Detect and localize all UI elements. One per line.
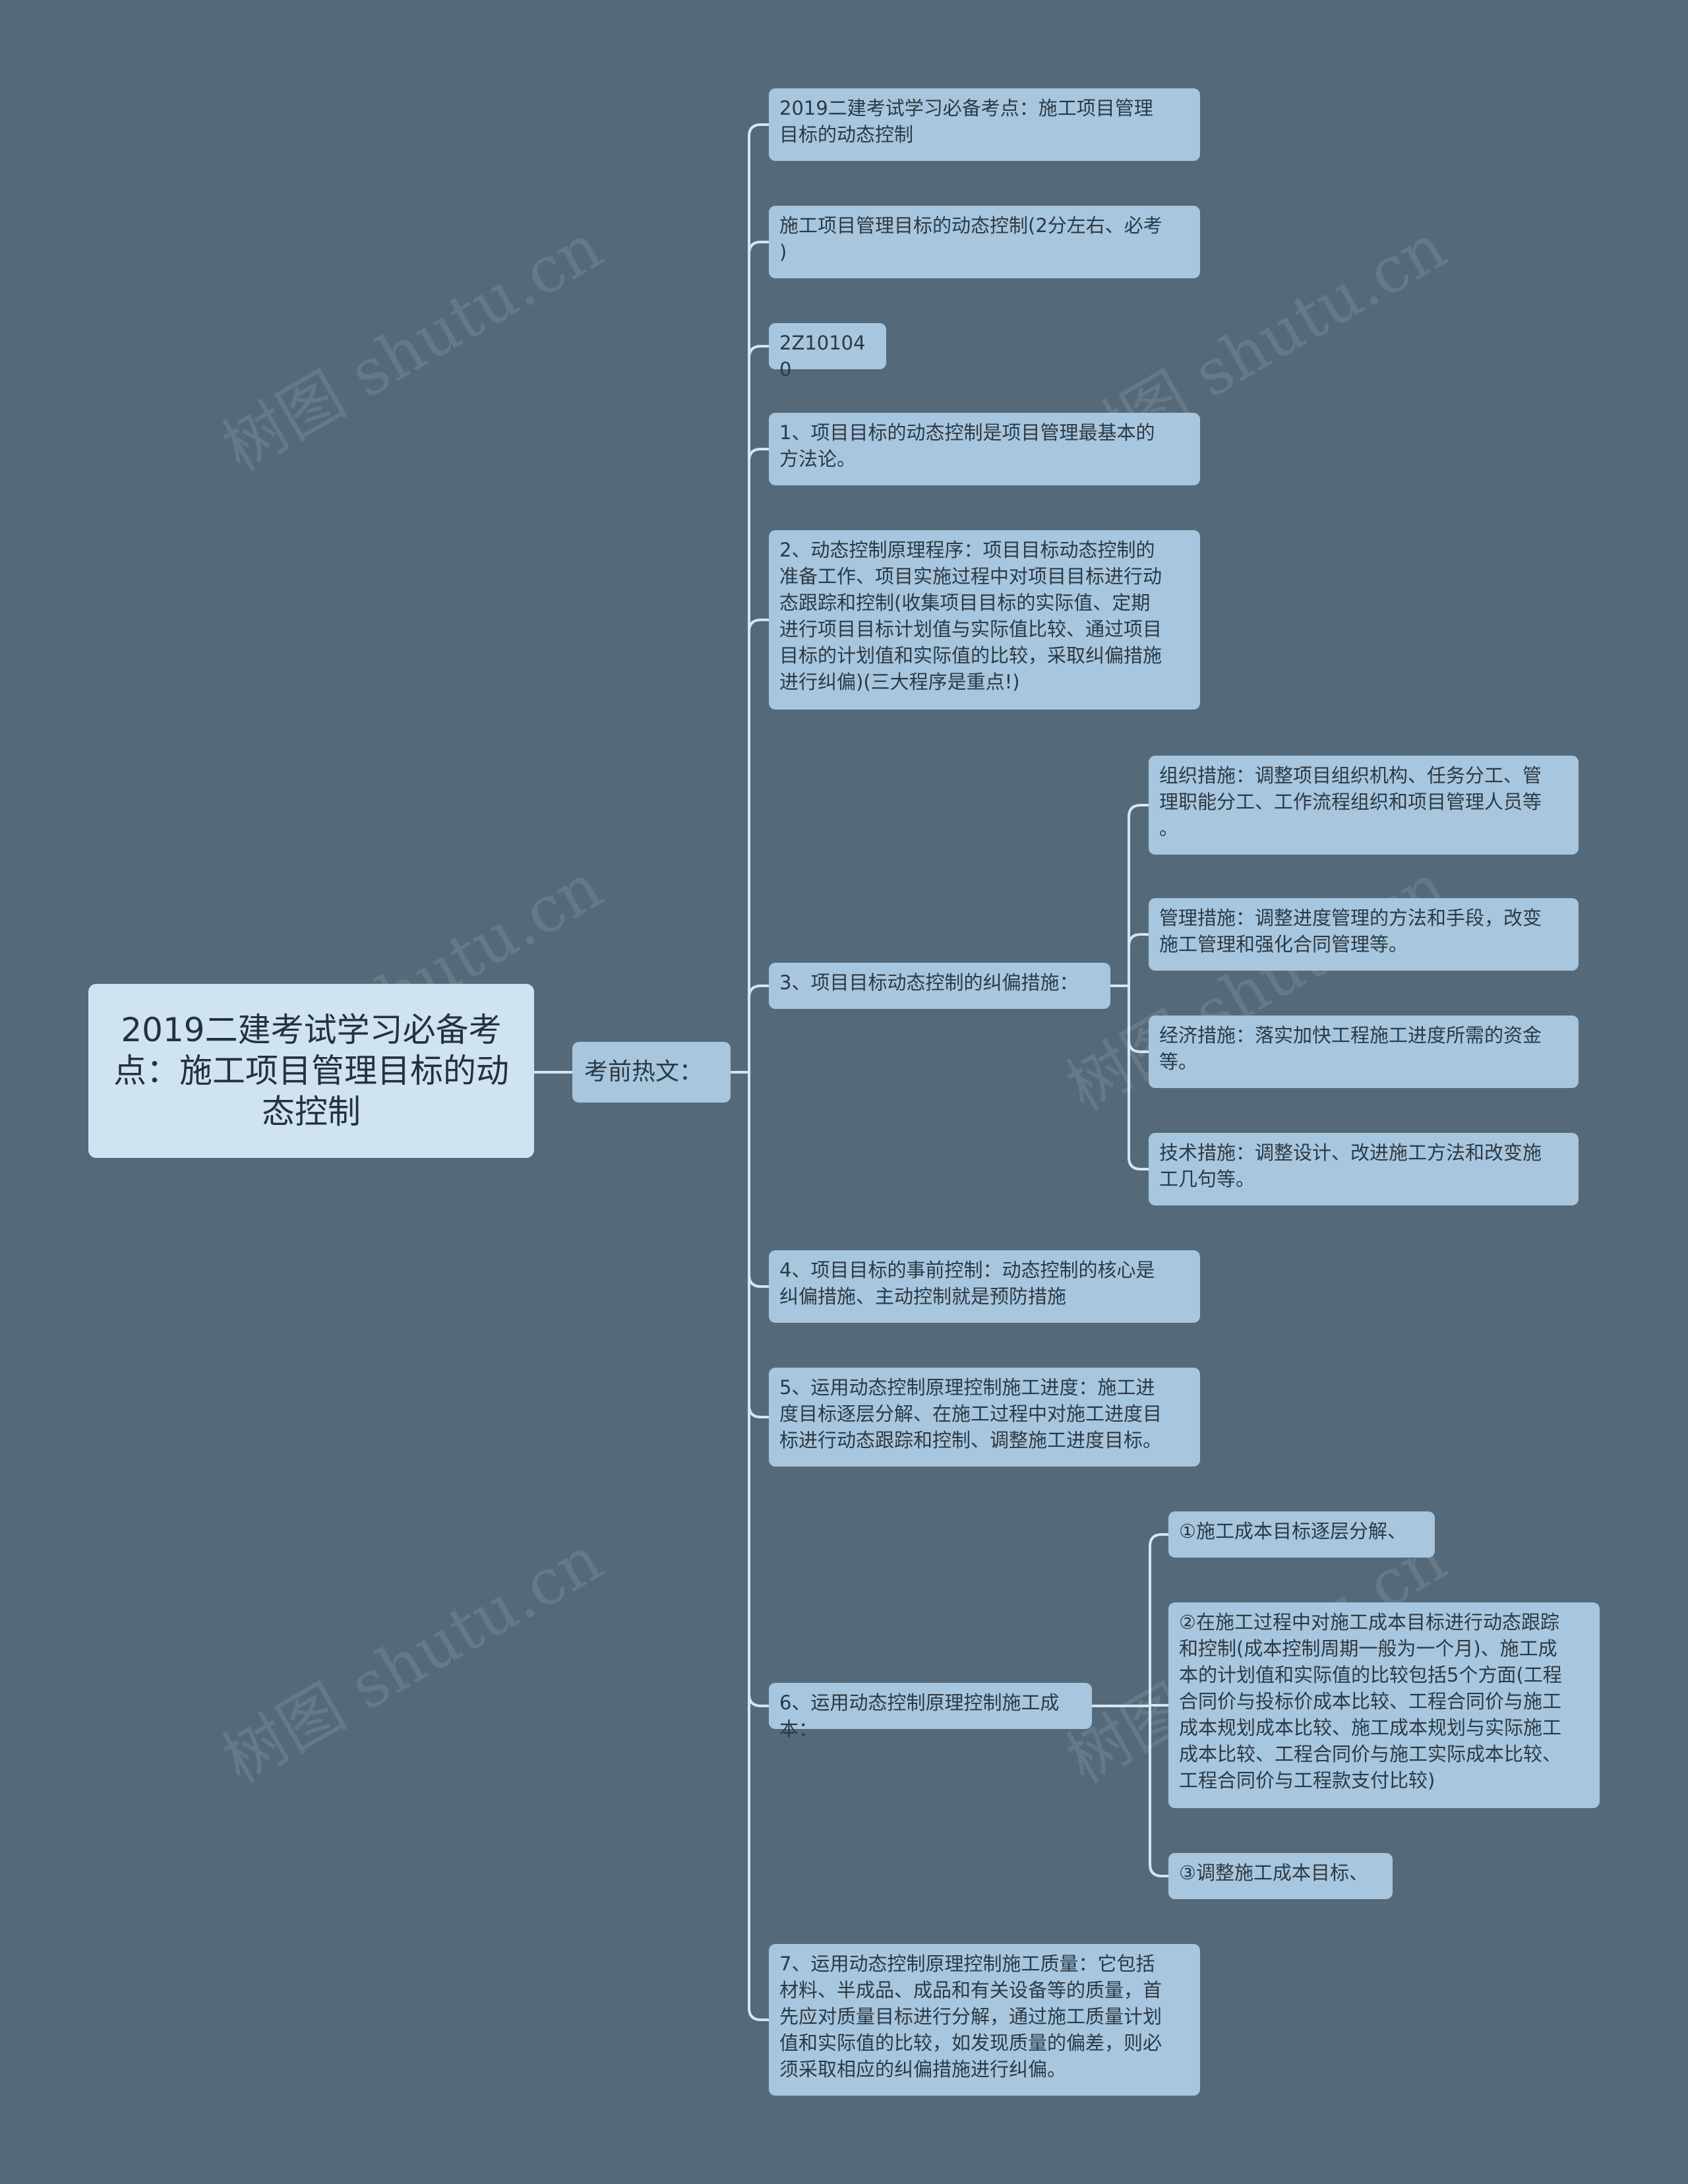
- connector-line: [748, 619, 769, 632]
- item-node-6[interactable]: 3、项目目标动态控制的纠偏措施：: [769, 963, 1110, 1009]
- item-node-2[interactable]: 施工项目管理目标的动态控制(2分左右、必考 ): [769, 206, 1200, 278]
- root-topic[interactable]: 2019二建考试学习必备考点：施工项目管理目标的动态控制: [88, 984, 534, 1158]
- connector-line: [748, 2007, 769, 2021]
- connector-line: [1149, 1533, 1168, 1547]
- connector-line: [748, 123, 769, 137]
- sub-node-9-3[interactable]: ③调整施工成本目标、: [1168, 1853, 1393, 1899]
- sub-node-9-1[interactable]: ①施工成本目标逐层分解、: [1168, 1511, 1435, 1558]
- sub-node-6-4[interactable]: 技术措施：调整设计、改进施工方法和改变施 工几句等。: [1149, 1133, 1579, 1205]
- connector-line: [748, 1274, 769, 1288]
- branch-topic[interactable]: 考前热文：: [572, 1042, 731, 1103]
- connector-line: [1128, 1039, 1149, 1053]
- item-node-7[interactable]: 4、项目目标的事前控制：动态控制的核心是 纠偏措施、主动控制就是预防措施: [769, 1250, 1200, 1323]
- item-node-3[interactable]: 2Z101040: [769, 323, 886, 380]
- connector-line: [748, 241, 769, 255]
- connector-line: [748, 1405, 769, 1418]
- connector-line: [748, 985, 769, 998]
- connector-line: [1149, 1864, 1168, 1877]
- connector-line: [748, 448, 769, 462]
- item-node-8[interactable]: 5、运用动态控制原理控制施工进度：施工进 度目标逐层分解、在施工过程中对施工进度…: [769, 1368, 1200, 1467]
- item-node-10[interactable]: 7、运用动态控制原理控制施工质量：它包括 材料、半成品、成品和有关设备等的质量，…: [769, 1944, 1200, 2096]
- connector-line: [1128, 1157, 1149, 1170]
- item-node-9[interactable]: 6、运用动态控制原理控制施工成本：: [769, 1683, 1092, 1740]
- connector-line: [748, 1693, 769, 1707]
- branch-topic-label: 考前热文：: [584, 1058, 704, 1085]
- sub-node-6-2[interactable]: 管理措施：调整进度管理的方法和手段，改变 施工管理和强化合同管理等。: [1149, 898, 1579, 971]
- sub-node-9-2[interactable]: ②在施工过程中对施工成本目标进行动态跟踪 和控制(成本控制周期一般为一个月)、施…: [1168, 1602, 1600, 1808]
- item-node-1[interactable]: 2019二建考试学习必备考点：施工项目管理 目标的动态控制: [769, 88, 1200, 161]
- connector-line: [1128, 804, 1149, 818]
- item-node-5[interactable]: 2、动态控制原理程序：项目目标动态控制的 准备工作、项目实施过程中对项目目标进行…: [769, 530, 1200, 710]
- item-node-4[interactable]: 1、项目目标的动态控制是项目管理最基本的 方法论。: [769, 413, 1200, 485]
- connector-line: [1128, 933, 1149, 947]
- sub-node-6-1[interactable]: 组织措施：调整项目组织机构、任务分工、管 理职能分工、工作流程组织和项目管理人员…: [1149, 756, 1579, 855]
- root-topic-label: 2019二建考试学习必备考点：施工项目管理目标的动态控制: [113, 1011, 509, 1131]
- connector-line: [748, 345, 769, 359]
- sub-node-6-3[interactable]: 经济措施：落实加快工程施工进度所需的资金 等。: [1149, 1016, 1579, 1088]
